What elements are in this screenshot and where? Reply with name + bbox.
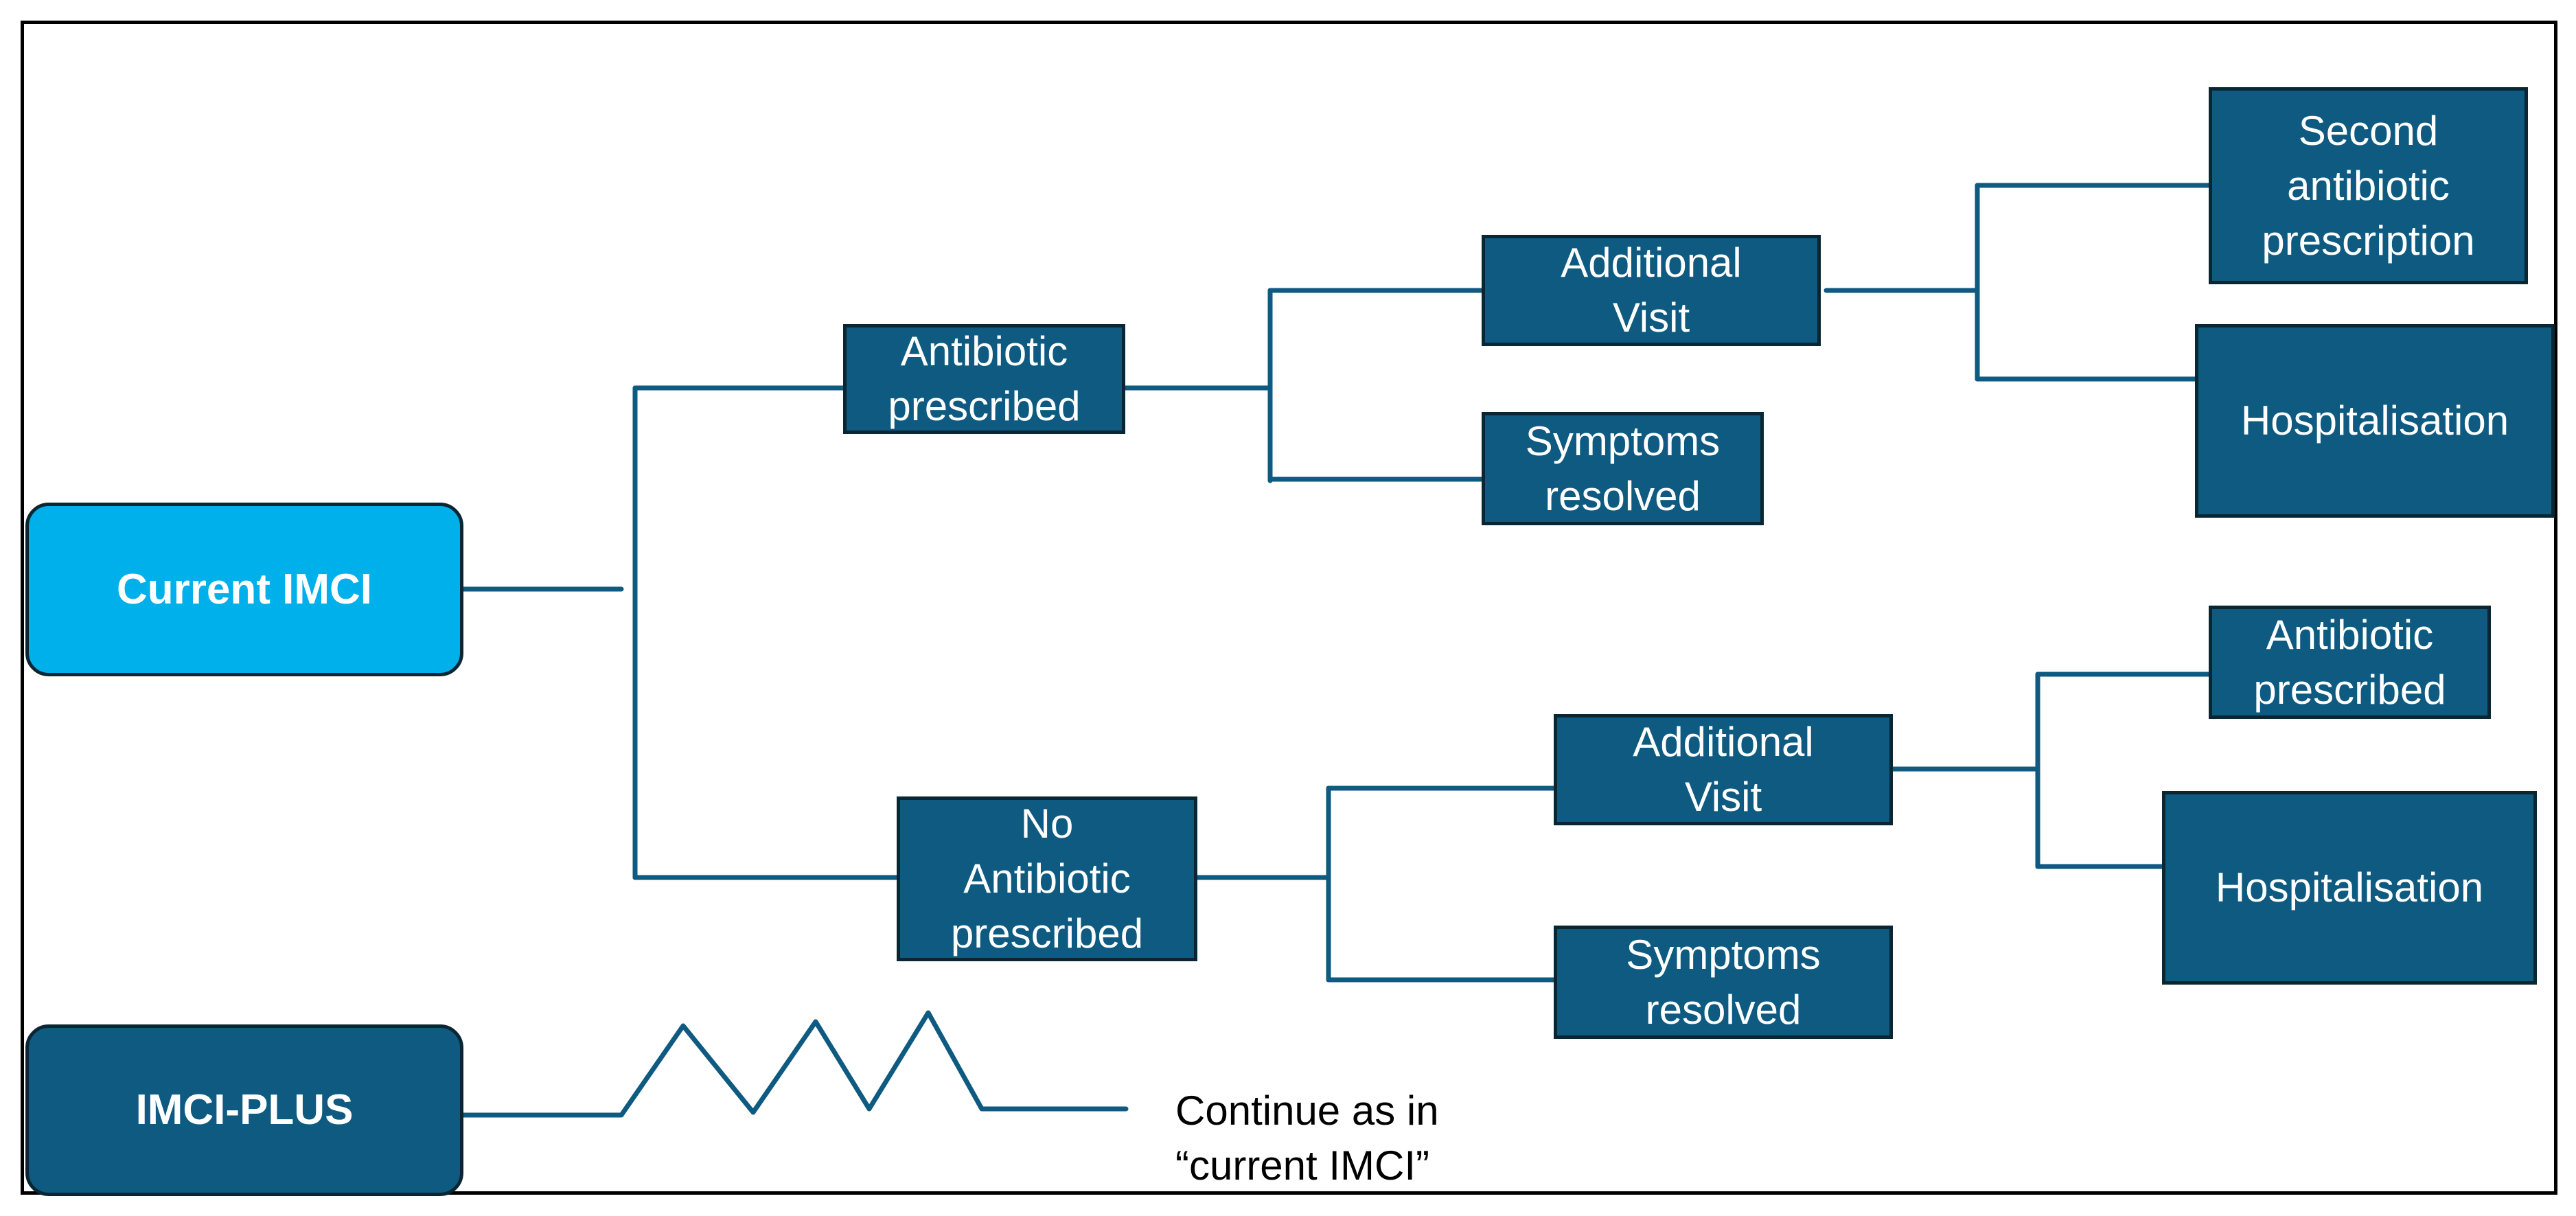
node-symptoms-resolved-top-label: Symptoms resolved [1525, 417, 1721, 519]
node-second-antibiotic-prescription: Second antibiotic prescription [2209, 87, 2528, 284]
node-additional-visit-top: Additional Visit [1482, 235, 1821, 346]
node-hospitalisation-bottom: Hospitalisation [2162, 791, 2537, 985]
node-no-antibiotic-prescribed-label: No Antibiotic prescribed [950, 801, 1144, 956]
node-antibiotic-prescribed-bottom: Antibiotic prescribed [2209, 606, 2491, 719]
node-hospitalisation-top-label: Hospitalisation [2240, 398, 2509, 444]
continue-as-current-imci-note: Continue as in “current IMCI” [1175, 1088, 1439, 1189]
node-imci-plus: IMCI-PLUS [25, 1024, 463, 1196]
node-antibiotic-prescribed: Antibiotic prescribed [843, 324, 1125, 434]
node-symptoms-resolved-top: Symptoms resolved [1482, 412, 1764, 525]
node-additional-visit-top-label: Additional Visit [1561, 240, 1742, 341]
diagram-frame [21, 21, 2557, 1195]
node-imci-plus-label: IMCI-PLUS [135, 1086, 354, 1134]
node-symptoms-resolved-bottom-label: Symptoms resolved [1626, 931, 1821, 1033]
node-antibiotic-prescribed-bottom-label: Antibiotic prescribed [2253, 611, 2446, 713]
node-antibiotic-prescribed-label: Antibiotic prescribed [888, 328, 1081, 429]
node-hospitalisation-top: Hospitalisation [2195, 324, 2555, 518]
node-current-imci-label: Current IMCI [117, 565, 372, 613]
node-second-antibiotic-prescription-label: Second antibiotic prescription [2262, 107, 2475, 264]
node-current-imci: Current IMCI [25, 503, 463, 676]
node-no-antibiotic-prescribed: No Antibiotic prescribed [897, 796, 1197, 961]
node-symptoms-resolved-bottom: Symptoms resolved [1554, 926, 1893, 1039]
node-additional-visit-bottom-label: Additional Visit [1633, 719, 1814, 820]
imci-plus-zigzag-line [459, 1010, 1129, 1118]
node-hospitalisation-bottom-label: Hospitalisation [2215, 864, 2484, 910]
node-additional-visit-bottom: Additional Visit [1554, 714, 1893, 825]
